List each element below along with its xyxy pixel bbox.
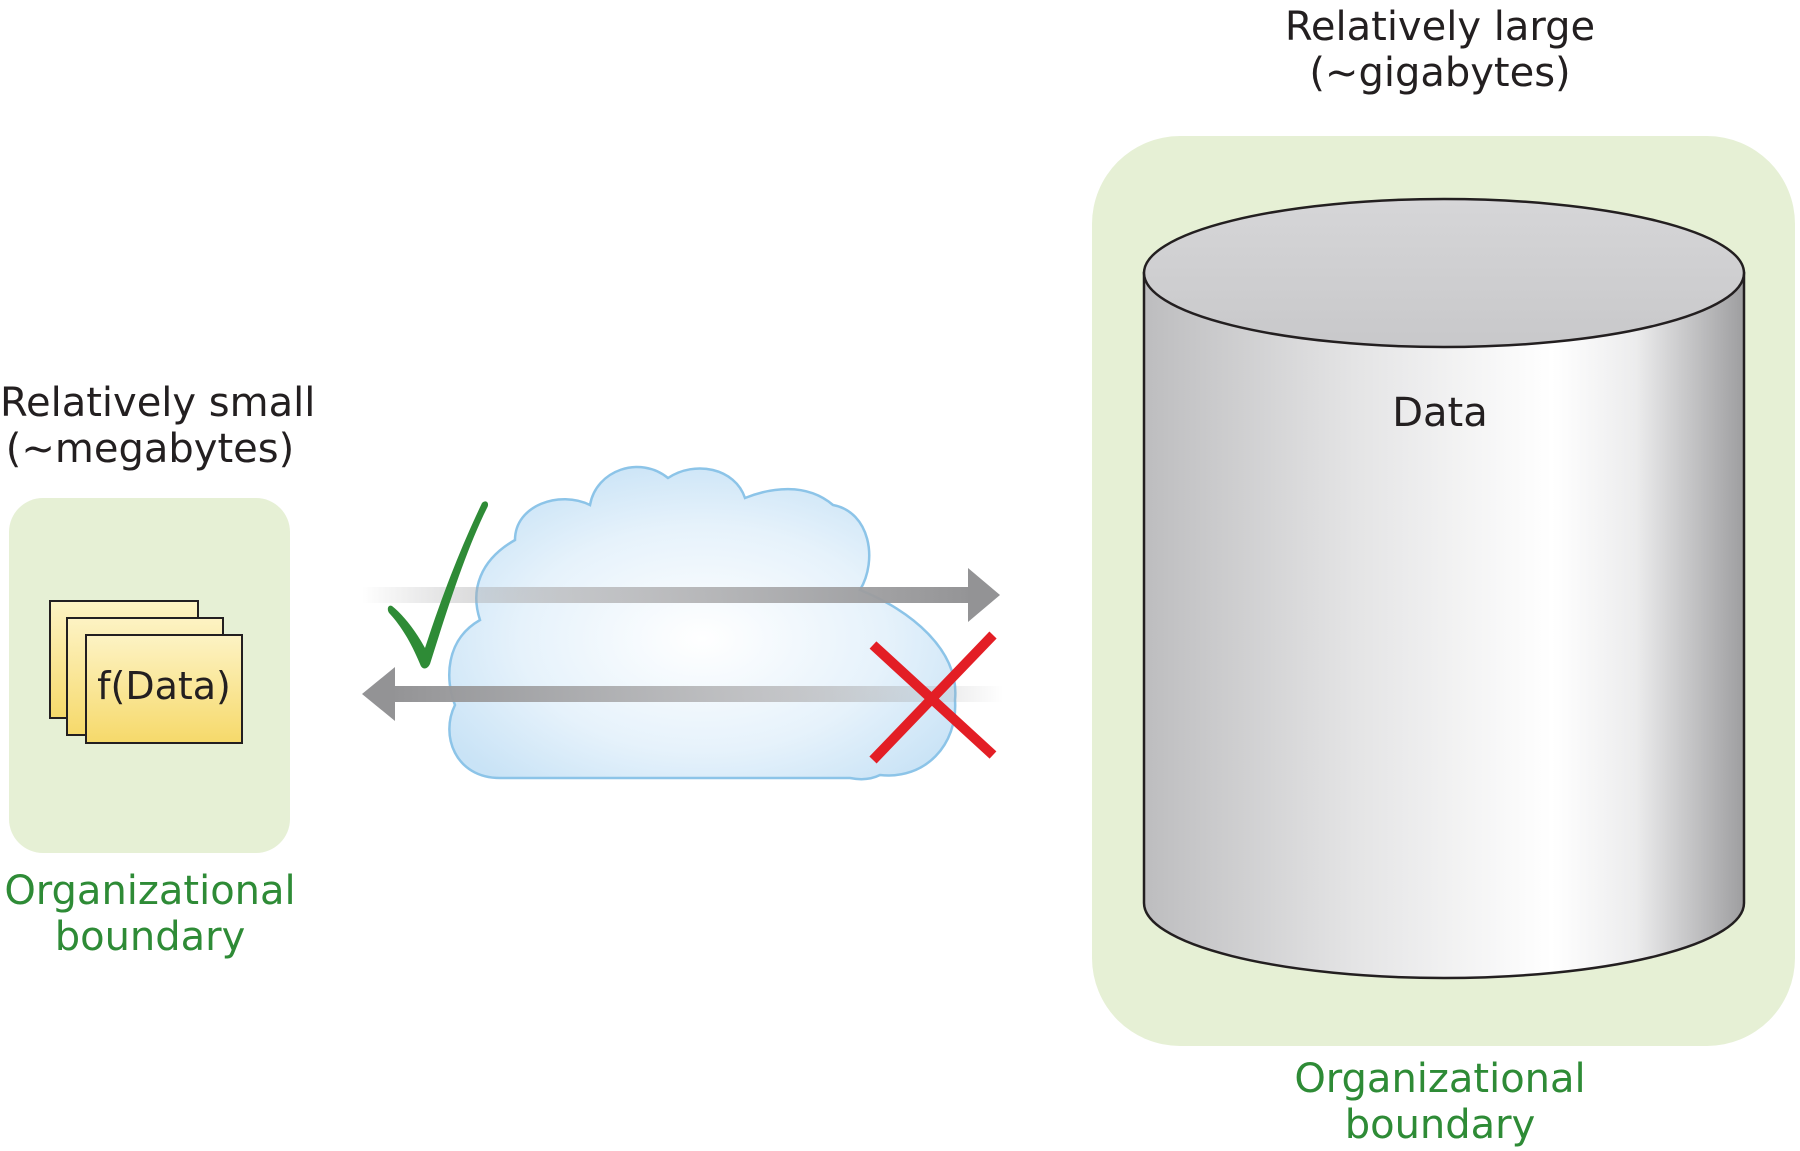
left-boundary-caption-line-1: Organizational: [4, 868, 296, 914]
right-size-caption: Relatively large (~gigabytes): [1240, 4, 1640, 96]
arrow-left-shaft: [388, 686, 1003, 702]
right-boundary-caption: Organizational boundary: [1240, 1056, 1640, 1148]
right-boundary-caption-line-2: boundary: [1344, 1102, 1536, 1148]
arrow-left-head: [362, 667, 395, 721]
arrow-left-blocked: [362, 667, 1003, 721]
arrow-right-shaft: [362, 587, 977, 603]
cylinder-top: [1142, 197, 1746, 349]
arrow-right-allowed: [362, 568, 1000, 622]
cloud-icon: [448, 465, 957, 781]
document-front: [85, 634, 243, 744]
arrow-right-head: [968, 568, 1000, 622]
cross-icon: [869, 631, 997, 764]
right-size-caption-line-1: Relatively large: [1284, 4, 1596, 50]
left-boundary-caption-line-2: boundary: [54, 914, 246, 960]
cylinder-body: [1142, 271, 1746, 980]
checkmark-icon: [387, 501, 489, 669]
left-size-caption-line-2: (~megabytes): [5, 426, 295, 472]
left-size-caption-line-1: Relatively small: [0, 380, 316, 426]
right-size-caption-line-2: (~gigabytes): [1309, 50, 1571, 96]
left-boundary-caption: Organizational boundary: [0, 868, 300, 960]
left-size-caption: Relatively small (~megabytes): [0, 380, 316, 472]
right-boundary-caption-line-1: Organizational: [1294, 1056, 1586, 1102]
database-cylinder-icon: [1142, 197, 1746, 980]
function-documents-icon: [49, 600, 243, 744]
data-store-label: Data: [1392, 390, 1488, 436]
function-label: f(Data): [97, 664, 231, 708]
